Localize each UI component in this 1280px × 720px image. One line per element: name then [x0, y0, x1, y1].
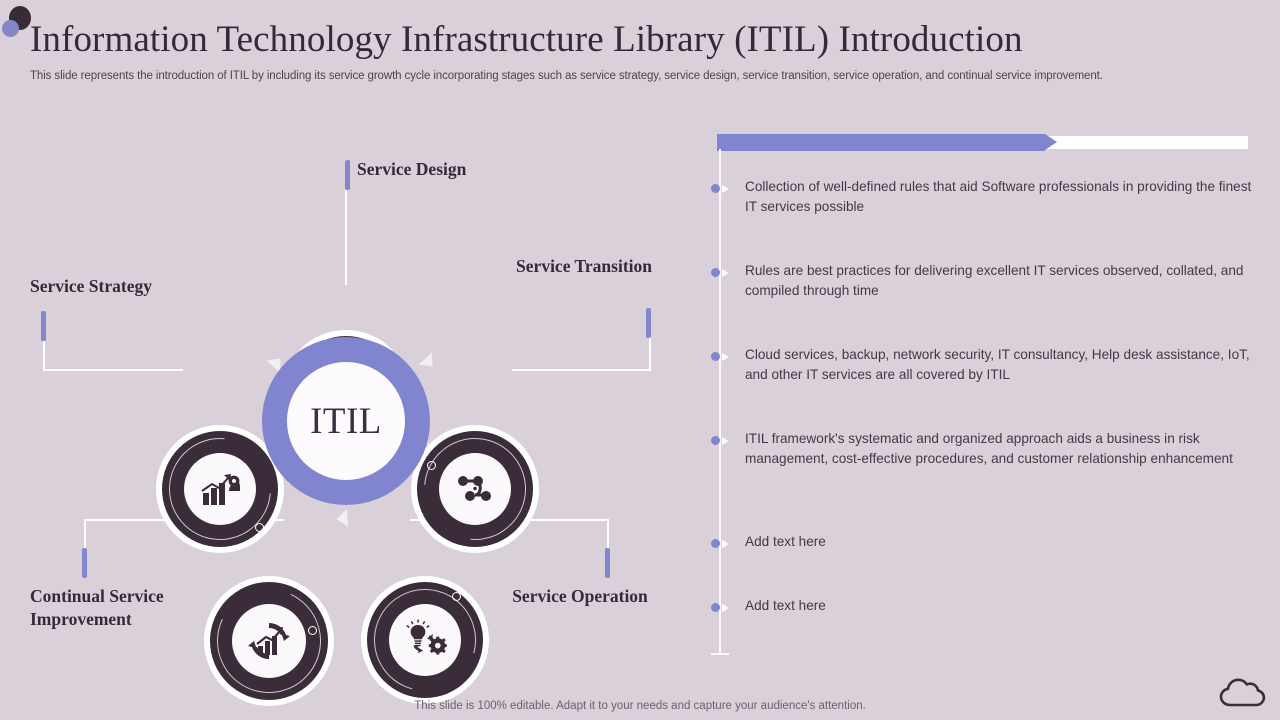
progress-bar-fill	[717, 134, 1057, 151]
flow-arrow-4	[335, 509, 349, 528]
connector-continual-improvement-v	[84, 519, 86, 557]
bullet-dot-icon	[711, 603, 720, 612]
connector-service-operation-v	[607, 519, 609, 557]
connector-service-transition-h	[512, 369, 651, 371]
arc-endpoint-service-transition	[427, 461, 436, 470]
bullet-dot-icon	[711, 436, 720, 445]
accent-bar-service-transition	[646, 308, 651, 338]
node-service-operation[interactable]	[355, 570, 495, 710]
network-nodes-icon	[458, 476, 491, 501]
footer-note: This slide is 100% editable. Adapt it to…	[414, 700, 866, 712]
accent-bar-service-operation	[605, 548, 610, 578]
list-item[interactable]: Add text here	[700, 598, 1260, 623]
bullet-arrow-icon	[722, 436, 729, 445]
label-service-design: Service Design	[357, 159, 467, 179]
growth-chart-chess-icon	[201, 474, 240, 505]
list-item[interactable]: Add text here	[700, 534, 1260, 559]
cloud-icon	[1219, 678, 1266, 707]
bullet-arrow-icon	[722, 184, 729, 193]
center-itil-label: ITIL	[310, 400, 382, 442]
bullet-text: Collection of well-defined rules that ai…	[745, 179, 1252, 214]
bullet-arrow-icon	[722, 352, 729, 361]
label-continual-improvement: Continual Service Improvement	[30, 586, 164, 629]
list-item[interactable]: Rules are best practices for delivering …	[700, 263, 1260, 310]
center-itil-inner: ITIL	[287, 362, 405, 480]
timeline-axis	[719, 149, 721, 655]
label-service-operation: Service Operation	[512, 586, 648, 606]
bullet-text: Add text here	[745, 598, 826, 613]
connector-service-strategy-v	[43, 320, 45, 370]
bullet-dot-icon	[711, 539, 720, 548]
decorative-dot-purple	[2, 20, 19, 37]
bullet-dot-icon	[711, 268, 720, 277]
connector-service-transition-v	[649, 320, 651, 370]
bullet-text: ITIL framework's systematic and organize…	[745, 431, 1233, 466]
bullet-text: Rules are best practices for delivering …	[745, 263, 1244, 298]
bullet-text: Cloud services, backup, network security…	[745, 347, 1250, 382]
page-subtitle: This slide represents the introduction o…	[30, 70, 1103, 82]
list-item[interactable]: ITIL framework's systematic and organize…	[700, 431, 1260, 497]
list-item[interactable]: Cloud services, backup, network security…	[700, 347, 1260, 394]
accent-bar-service-design	[345, 160, 350, 190]
arc-endpoint-service-strategy	[255, 523, 264, 532]
connector-service-design	[345, 160, 347, 285]
arc-endpoint-service-operation	[452, 592, 461, 601]
connector-service-strategy-h	[43, 369, 183, 371]
page-title: Information Technology Infrastructure Li…	[30, 19, 1023, 60]
label-service-strategy: Service Strategy	[30, 276, 152, 296]
details-panel: Collection of well-defined rules that ai…	[700, 120, 1270, 665]
flow-arrow-2	[418, 352, 440, 373]
accent-bar-continual-improvement	[82, 548, 87, 578]
label-service-transition: Service Transition	[516, 256, 652, 276]
center-itil-circle[interactable]: ITIL	[262, 337, 430, 505]
bullet-dot-icon	[711, 352, 720, 361]
bullet-arrow-icon	[722, 539, 729, 548]
node-service-transition[interactable]	[403, 417, 547, 561]
cycle-growth-chart-icon	[248, 623, 290, 659]
itil-cycle-diagram: ITIL Service Design Service Strategy Ser…	[0, 105, 690, 710]
bullet-text: Add text here	[745, 534, 826, 549]
lightbulb-gear-cycle-icon	[406, 619, 447, 655]
node-continual-improvement[interactable]	[202, 574, 336, 708]
node-service-strategy[interactable]	[148, 417, 292, 561]
bullet-arrow-icon	[722, 603, 729, 612]
accent-bar-service-strategy	[41, 311, 46, 341]
arc-endpoint-continual-improvement	[308, 626, 317, 635]
timeline-end-tick	[711, 653, 729, 655]
bullet-arrow-icon	[722, 268, 729, 277]
bullet-dot-icon	[711, 184, 720, 193]
list-item[interactable]: Collection of well-defined rules that ai…	[700, 179, 1260, 226]
